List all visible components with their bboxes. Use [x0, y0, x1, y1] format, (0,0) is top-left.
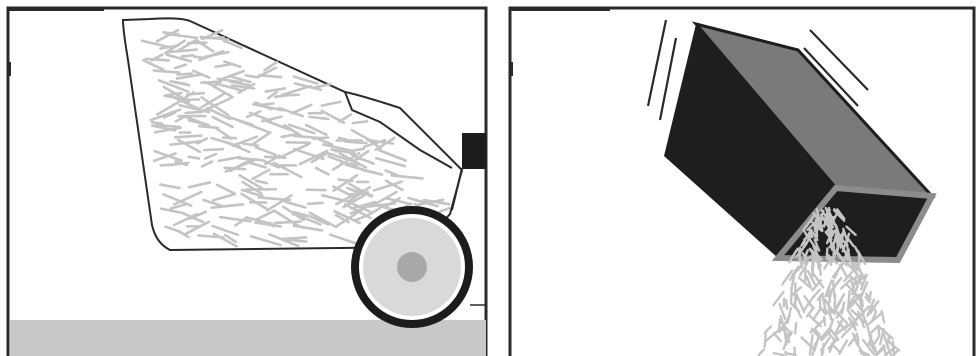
clipping-strand — [259, 75, 281, 77]
clipping-strand — [859, 254, 860, 264]
wheel-icon — [351, 206, 473, 328]
clipping-strand — [813, 310, 819, 319]
mower-handle-block — [462, 133, 486, 169]
clipping-strand — [812, 268, 813, 276]
clipping-strand — [835, 295, 836, 313]
clipping-strand — [814, 224, 815, 231]
clipping-strand — [841, 266, 847, 276]
clipping-strand — [812, 350, 813, 355]
clipping-strand — [341, 163, 357, 165]
catcher-illustration — [506, 0, 976, 356]
clipping-strand — [338, 180, 352, 181]
clipping-strand — [824, 338, 829, 346]
clipping-strand — [833, 247, 834, 261]
clipping-strand — [839, 341, 847, 354]
clipping-strand — [893, 342, 894, 355]
clipping-strand — [880, 329, 883, 344]
catcher-box-icon — [664, 24, 932, 260]
clipping-strand — [795, 323, 796, 333]
clipping-strand — [282, 95, 299, 96]
clipping-strand — [885, 350, 887, 355]
clipping-strand — [353, 121, 367, 123]
clipping-strand — [788, 308, 791, 323]
clipping-strand — [774, 353, 783, 355]
clipping-strand — [152, 122, 162, 123]
clipping-strand — [791, 289, 792, 304]
clipping-strand — [759, 350, 764, 355]
clipping-strand — [204, 149, 222, 150]
wheel-hub — [397, 252, 427, 282]
clipping-strand — [835, 278, 842, 287]
clipping-strand — [890, 352, 891, 355]
clipping-strand — [261, 103, 274, 105]
clipping-strand — [265, 157, 285, 158]
right-panel — [506, 0, 976, 356]
clipping-strand — [814, 290, 820, 297]
left-panel — [0, 0, 490, 356]
clipping-strand — [869, 326, 878, 334]
clipping-strand — [824, 317, 825, 325]
clipping-strand — [175, 136, 201, 138]
clipping-strand — [842, 302, 844, 313]
clipping-strand — [765, 327, 771, 333]
clipping-strand — [223, 138, 236, 139]
clipping-strand — [182, 55, 193, 56]
clipping-strand — [186, 112, 202, 113]
clipping-strand — [201, 82, 220, 83]
clipping-strand — [199, 126, 218, 128]
clipping-strand — [870, 292, 871, 299]
clipping-strand — [194, 57, 204, 59]
clipping-strand — [308, 203, 323, 204]
clipping-strand — [787, 353, 795, 355]
clipping-strand — [875, 337, 879, 344]
clipping-strand — [773, 292, 783, 305]
clipping-strand — [786, 300, 787, 309]
mower-illustration — [0, 0, 490, 356]
clipping-strand — [833, 281, 834, 296]
clipping-strand — [848, 291, 849, 308]
clipping-strand — [246, 189, 276, 190]
clipping-strand — [829, 319, 833, 330]
clipping-strand — [189, 157, 199, 159]
clipping-strand — [275, 222, 301, 223]
clipping-strand — [146, 59, 169, 61]
clipping-strand — [161, 164, 174, 165]
